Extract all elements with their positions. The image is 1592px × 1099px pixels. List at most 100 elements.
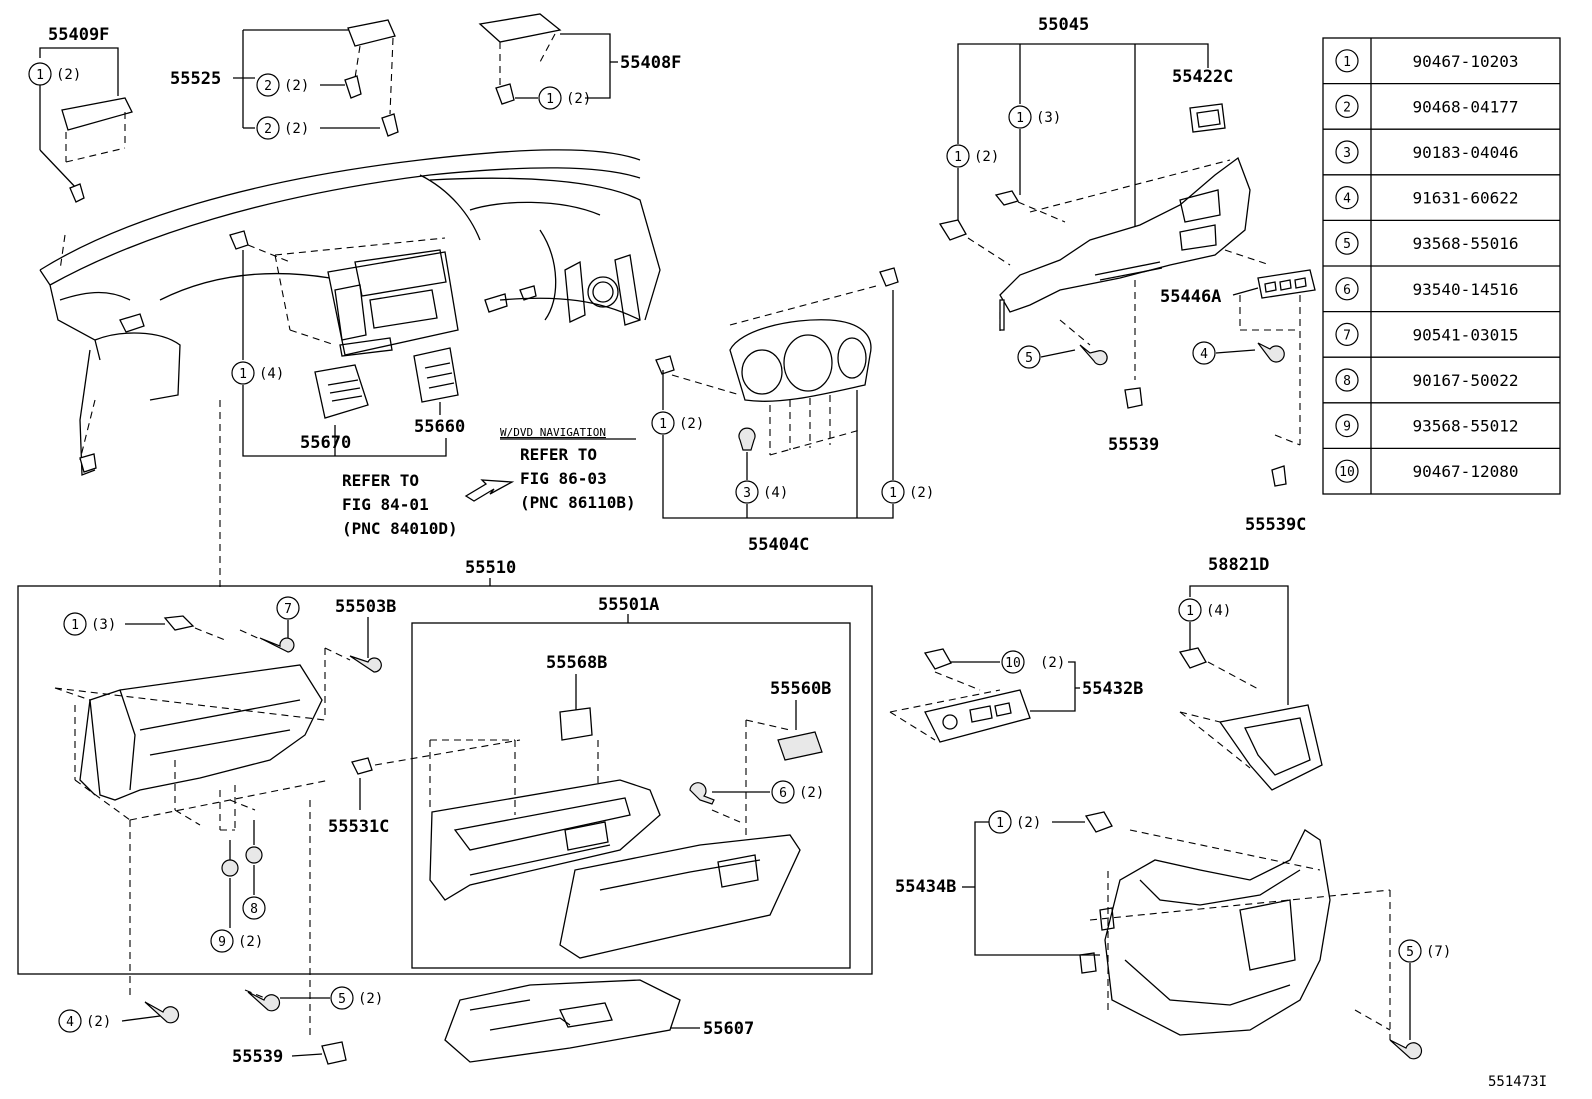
parts-table-num: 4: [1343, 192, 1351, 207]
svg-text:(2): (2): [56, 67, 81, 83]
svg-text:(2): (2): [238, 934, 263, 950]
svg-text:(4): (4): [1206, 603, 1231, 619]
glovebox-door: [429, 779, 661, 901]
parts-table-num: 9: [1343, 420, 1351, 435]
callout-7: 7: [276, 596, 300, 620]
refer-notes: REFER TO FIG 84-01 (PNC 84010D) W/DVD NA…: [342, 426, 636, 538]
glovebox-housing: [89, 664, 323, 801]
parts-table-partno: 93540-14516: [1413, 280, 1519, 299]
center-cluster: [327, 251, 459, 356]
label-55408F: 55408F: [620, 53, 681, 73]
svg-text:1: 1: [954, 150, 962, 165]
refer-84-line1: REFER TO: [342, 471, 419, 490]
svg-text:(3): (3): [1036, 110, 1061, 126]
label-55503B: 55503B: [335, 597, 396, 617]
svg-text:3: 3: [743, 486, 751, 501]
parts-table-partno: 90183-04046: [1413, 143, 1519, 162]
switch-panel-55432B: [924, 689, 1031, 743]
label-55539-top: 55539: [1108, 435, 1159, 455]
parts-table-callout: [1335, 414, 1359, 438]
label-55568B: 55568B: [546, 653, 607, 673]
parts-table-partno: 90167-50022: [1413, 371, 1519, 390]
refer-86-line1: REFER TO: [520, 445, 597, 464]
parts-table-callout: [1335, 277, 1359, 301]
clip-55539: [1124, 387, 1143, 409]
svg-text:1: 1: [239, 367, 247, 382]
parts-table-row: 9 93568-55012: [1323, 402, 1560, 438]
label-55560B: 55560B: [770, 679, 831, 699]
clip-55531C: [351, 757, 373, 775]
svg-text:1: 1: [659, 417, 667, 432]
svg-text:7: 7: [284, 602, 292, 617]
callout-5-upper: 5: [1017, 345, 1041, 369]
clip-55539-bottom: [321, 1041, 347, 1065]
label-55409F: 55409F: [48, 25, 109, 45]
dvd-condition: W/DVD NAVIGATION: [500, 426, 606, 439]
console-55434B: [1104, 829, 1331, 1036]
callout-1-4: 1 (4): [1178, 598, 1231, 622]
label-55510: 55510: [465, 558, 516, 578]
parts-table-row: 7 90541-03015: [1323, 310, 1560, 346]
refer-84-line3: (PNC 84010D): [342, 519, 458, 538]
parts-table-num: 5: [1343, 237, 1351, 252]
svg-text:(2): (2): [284, 78, 309, 94]
svg-text:(2): (2): [358, 991, 383, 1007]
callout-2b: 2 (2): [256, 116, 309, 140]
callout-5-bottom: 5 (2): [330, 986, 383, 1010]
svg-text:2: 2: [264, 122, 272, 137]
svg-text:4: 4: [1200, 347, 1208, 362]
parts-table-partno: 90541-03015: [1413, 325, 1519, 344]
svg-text:(3): (3): [91, 617, 116, 633]
parts-table-callout: [1335, 231, 1359, 255]
callout-1-55404C-right: 1 (2): [881, 480, 934, 504]
parts-table-partno: 93568-55012: [1413, 417, 1519, 436]
dashboard-panel: [39, 149, 661, 590]
group-55432B: 10 (2) 55432B: [889, 648, 1143, 743]
group-55404C: 1 (2) 3 (4) 1 (2) 55404C: [651, 267, 934, 555]
refer-84-line2: FIG 84-01: [342, 495, 429, 514]
callout-4-bottom: 4 (2): [58, 1009, 111, 1033]
callout-10: 10 (2): [1001, 650, 1065, 674]
label-55404C: 55404C: [748, 535, 809, 555]
glovebox-lid: [559, 834, 801, 959]
lid-55525: [347, 19, 396, 47]
parts-table-num: 1: [1343, 55, 1351, 70]
parts-table-num: 6: [1343, 283, 1351, 298]
group-55525: 55525 2 (2) 2 (2): [170, 19, 399, 140]
parts-table-callout: [1335, 140, 1359, 164]
callout-1-2-55045: 1 (2): [946, 144, 999, 168]
svg-text:1: 1: [1186, 604, 1194, 619]
svg-text:(2): (2): [1016, 815, 1041, 831]
svg-text:10: 10: [1005, 656, 1021, 671]
svg-text:(2): (2): [1040, 655, 1065, 671]
parts-table-callout: [1335, 322, 1359, 346]
label-55501A: 55501A: [598, 595, 659, 615]
group-vents: 1 (4) 55670 55660: [229, 230, 465, 457]
callout-3: 3 (4): [735, 480, 788, 504]
svg-text:2: 2: [264, 79, 272, 94]
parts-table-partno: 90468-04177: [1413, 97, 1519, 116]
svg-text:(2): (2): [679, 416, 704, 432]
callout-6: 6 (2): [771, 780, 824, 804]
label-55607: 55607: [703, 1019, 754, 1039]
svg-text:(2): (2): [974, 149, 999, 165]
label-55670: 55670: [300, 433, 351, 453]
svg-text:(2): (2): [284, 121, 309, 137]
parts-table-callout: [1335, 94, 1359, 119]
group-55510: 55510 55501A 1 (3) 7 55503B: [17, 558, 873, 975]
svg-text:(2): (2): [909, 485, 934, 501]
label-55531C: 55531C: [328, 817, 389, 837]
box-55501A: [411, 622, 851, 969]
svg-text:1: 1: [546, 92, 554, 107]
svg-text:1: 1: [71, 618, 79, 633]
label-55434B: 55434B: [895, 877, 956, 897]
callout-1-3-glovebox: 1 (3): [63, 612, 116, 636]
svg-text:5: 5: [338, 992, 346, 1007]
parts-table-num: 7: [1343, 328, 1351, 343]
label-55539-bottom: 55539: [232, 1047, 283, 1067]
